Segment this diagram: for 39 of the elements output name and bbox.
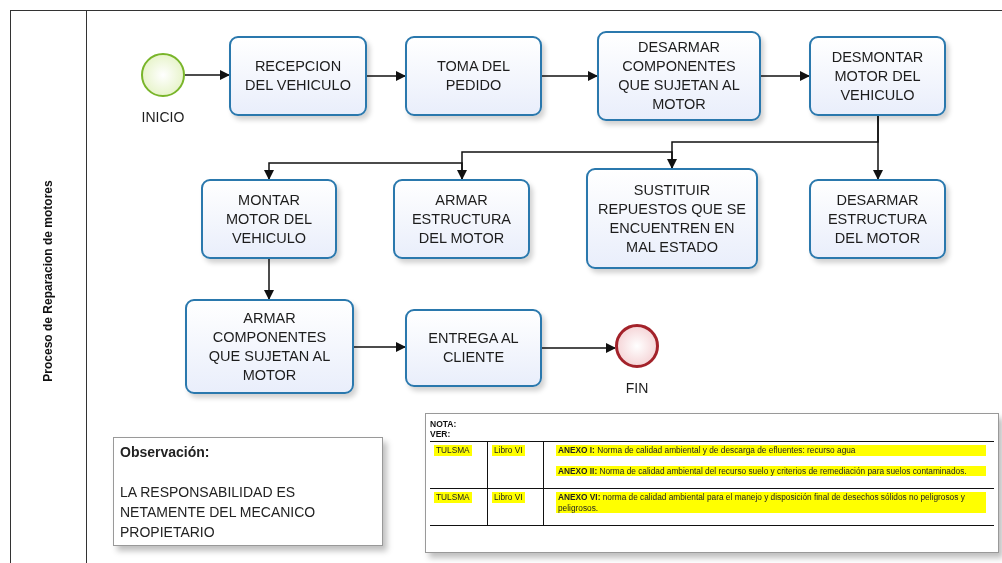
table-cell-text: TULSMA	[434, 492, 472, 503]
table-cell-text: ANEXO II: Norma de calidad ambiental del recurso suelo y criterios de remediación para suelos contaminados.	[556, 465, 986, 476]
table-cell-text: ANEXO I: Norma de calidad ambiental y de descarga de efluentes: recurso agua	[556, 445, 986, 456]
note-heading: VER:	[430, 429, 452, 439]
note-heading: Observación:	[120, 444, 211, 460]
arrow	[760, 71, 810, 81]
arrow	[184, 70, 230, 80]
arrow	[541, 343, 616, 353]
task-box: MONTAR MOTOR DEL VEHICULO	[201, 179, 337, 259]
note-box	[113, 437, 383, 546]
note-heading: NOTA:	[430, 419, 458, 429]
arrow	[457, 151, 673, 180]
end-event-circle	[615, 324, 659, 368]
task-box: ARMAR COMPONENTES QUE SUJETAN AL MOTOR	[185, 299, 354, 394]
task-box: TOMA DEL PEDIDO	[405, 36, 542, 116]
arrow	[667, 115, 879, 169]
event-label: FIN	[625, 380, 649, 396]
event-label: INICIO	[141, 109, 185, 125]
table-cell-text: ANEXO VI: norma de calidad ambiental para el manejo y disposición final de desechos sólidos no peligrosos y peligrosos.	[556, 492, 986, 513]
arrow	[366, 71, 406, 81]
arrow	[541, 71, 598, 81]
arrow	[264, 258, 274, 300]
pool-title: Proceso de Reparacion de motores	[41, 180, 55, 382]
task-box: DESARMAR COMPONENTES QUE SUJETAN AL MOTOR	[597, 31, 761, 121]
note-text: LA RESPONSABILIDAD ES NETAMENTE DEL MECANICO PROPIETARIO	[120, 483, 317, 542]
arrow	[353, 342, 406, 352]
table-cell-text: TULSMA	[434, 445, 472, 456]
task-box: ENTREGA AL CLIENTE	[405, 309, 542, 387]
note-panel	[425, 413, 999, 553]
table-cell-text: Libro VI	[492, 445, 525, 456]
task-box: RECEPCION DEL VEHICULO	[229, 36, 367, 116]
task-box: SUSTITUIR REPUESTOS QUE SE ENCUENTREN EN MAL ESTADO	[586, 168, 758, 269]
table-cell-text: Libro VI	[492, 492, 525, 503]
pool	[10, 10, 1002, 563]
arrow	[264, 162, 463, 180]
start-event-circle	[141, 53, 185, 97]
task-box: DESARMAR ESTRUCTURA DEL MOTOR	[809, 179, 946, 259]
task-box: DESMONTAR MOTOR DEL VEHICULO	[809, 36, 946, 116]
task-box: ARMAR ESTRUCTURA DEL MOTOR	[393, 179, 530, 259]
